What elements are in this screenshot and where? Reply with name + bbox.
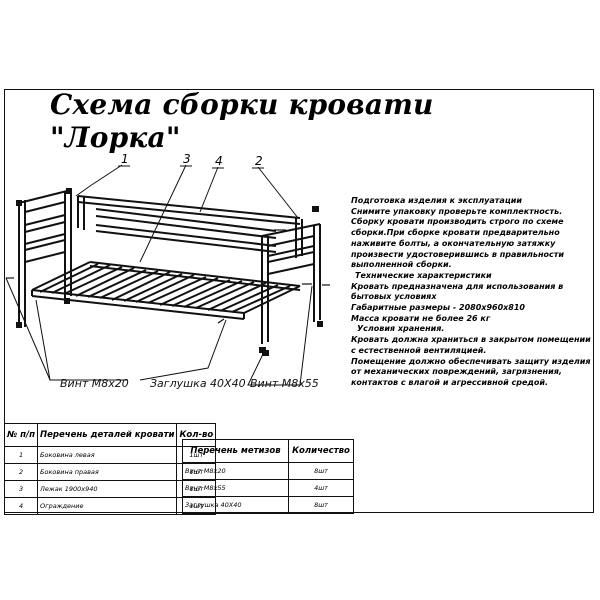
specs-heading: Технические характеристики [355,270,492,280]
callout-2: 2 [255,154,263,168]
detail-name: Боковина правая [37,463,178,481]
bed-base [31,261,301,320]
details-header-num: № п/п [3,423,39,447]
specs-line-2: Габаритные размеры - 2080х960х810 [351,303,525,313]
table-row: Заглушка 40Х40 8шт [182,496,354,514]
storage-line-2: Помещение должно обеспечивать защиту изд… [351,356,591,387]
label-plug-40x40: Заглушка 40Х40 [150,377,246,390]
prep-text: Снимите упаковку проверьте комплектность… [351,206,564,270]
right-side-frame [261,223,321,344]
fasteners-header-name: Перечень метизов [182,439,289,463]
callout-1: 1 [121,152,129,166]
detail-num: 1 [3,446,39,464]
callout-4: 4 [215,154,223,168]
guard-rail [77,195,303,258]
fasteners-header-row: Перечень метизов Количество [182,439,354,463]
fastener-name: Заглушка 40Х40 [182,496,289,514]
detail-name: Лежак 1900х940 [37,480,178,498]
page-title: Схема сборки кровати "Лорка" [50,88,434,154]
callout-3: 3 [183,152,191,166]
details-header-name: Перечень деталей кровати [37,423,178,447]
fastener-name: Винт М8х20 [182,462,289,480]
specs-line-3: Масса кровати не более 26 кг [351,313,491,323]
detail-num: 4 [3,497,39,515]
specs-line-1: Кровать предназначена для использования … [351,281,564,302]
left-side-frame [18,189,72,327]
fastener-qty: 8шт [288,462,354,480]
storage-line-1: Кровать должна храниться в закрытом поме… [351,335,591,355]
fasteners-table: Перечень метизов Количество Винт М8х20 8… [182,439,354,514]
plug-markers [16,188,323,356]
fastener-name: Винт М8х55 [182,479,289,497]
detail-num: 2 [3,463,39,481]
fastener-qty: 4шт [288,479,354,497]
detail-name: Ограждение [37,497,178,515]
label-screw-m8x55: Винт М8х55 [250,377,319,390]
table-row: Винт М8х20 8шт [182,462,354,480]
fasteners-header-qty: Количество [288,439,354,463]
screw-markers [6,229,330,324]
fastener-qty: 8шт [288,496,354,514]
details-header-row: № п/п Перечень деталей кровати Кол-во [3,423,217,447]
detail-name: Боковина левая [37,446,178,464]
storage-heading: Условия хранения. [357,324,445,334]
label-screw-m8x20: Винт М8х20 [60,377,129,390]
instructions-text: Подготовка изделия к эксплуатации Снимит… [351,196,591,389]
leader-lines [5,164,313,386]
table-row: Винт М8х55 4шт [182,479,354,497]
detail-num: 3 [3,480,39,498]
prep-heading: Подготовка изделия к эксплуатации [351,196,522,205]
